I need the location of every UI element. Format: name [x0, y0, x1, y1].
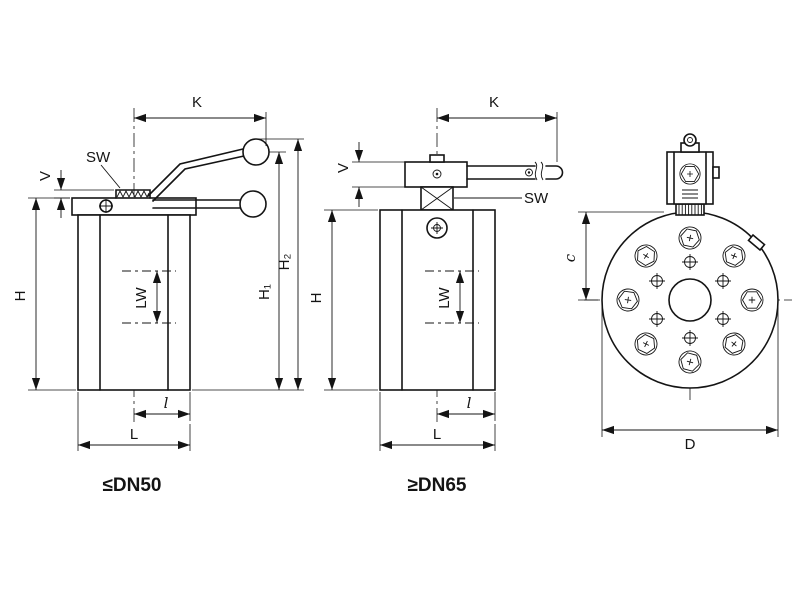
- dn50-gland-hatch: [116, 189, 150, 199]
- dim-dn65-LW: LW: [436, 271, 465, 323]
- dim-dn50-l: l: [134, 392, 191, 421]
- dim-dn50-LW: LW: [133, 271, 162, 323]
- dn65-neck-cross: [420, 186, 454, 211]
- flange-center-hole: [668, 278, 712, 322]
- dim-label-dn50-big-l: L: [130, 426, 138, 443]
- dn65-handle-pin-dot: [527, 171, 531, 174]
- dim-dn65-H: H: [308, 209, 378, 391]
- dim-label-dn65-sw: SW: [524, 190, 549, 207]
- dn50-lever-lower: [152, 199, 242, 209]
- dn65-hub-nib: [429, 154, 445, 163]
- callout-dn65-SW: SW: [454, 190, 549, 207]
- dim-dn65-L: L: [379, 392, 496, 451]
- dn50-lever-upper: [147, 148, 245, 202]
- dim-label-dn65-h: H: [308, 293, 325, 304]
- dim-label-dn50-k: K: [192, 94, 202, 111]
- view-dn65: K V SW H LW l: [308, 94, 564, 496]
- dim-dn50-K: K: [134, 94, 267, 146]
- dim-label-dn50-h1: H₁: [256, 284, 273, 300]
- dn65-stem-cross: [431, 222, 443, 234]
- dim-label-dn65-small-l: l: [467, 394, 472, 412]
- dim-label-flange-d: D: [685, 436, 696, 453]
- dim-label-dn65-v: V: [335, 163, 352, 173]
- dn50-body: [77, 214, 191, 391]
- dn50-stem-bolt-cross: [99, 199, 113, 213]
- dim-flange-D: D: [601, 306, 779, 453]
- dn65-hub-pin-dot: [435, 172, 439, 176]
- caption-dn65: ≥DN65: [407, 475, 466, 496]
- dn65-bore: [425, 270, 479, 324]
- mount-gland-hatch: [678, 204, 702, 215]
- dn65-hub-pin: [432, 169, 442, 179]
- view-flange: c D: [561, 133, 792, 453]
- mount-side-tab: [712, 166, 720, 179]
- dn50-bore: [122, 270, 176, 324]
- dn50-lever-ball-upper: [242, 138, 270, 166]
- dim-label-dn50-h2: H₂: [276, 253, 293, 270]
- dim-label-dn50-sw: SW: [86, 149, 111, 166]
- mount-top-pin: [683, 133, 697, 147]
- dim-dn50-H: H: [12, 197, 76, 391]
- dim-dn50-L: L: [77, 392, 191, 451]
- flange-top-mount: [666, 133, 720, 216]
- flange-rim-notch: [747, 233, 766, 252]
- dim-label-flange-c: c: [561, 253, 579, 262]
- dim-label-dn65-k: K: [489, 94, 499, 111]
- callout-dn50-SW: SW: [86, 149, 121, 189]
- dim-label-dn50-v: V: [37, 171, 54, 181]
- dim-dn65-V: V: [335, 142, 405, 207]
- dn65-body: [379, 209, 496, 391]
- dim-dn65-K: K: [437, 94, 558, 162]
- mount-thread-lines: [682, 189, 698, 199]
- dim-label-dn65-lw: LW: [436, 286, 453, 308]
- dn65-handle: [466, 165, 536, 180]
- view-dn50: K V SW H H₁: [12, 94, 304, 496]
- mount-gland: [675, 203, 705, 216]
- dim-dn50-H1: H₁: [256, 151, 286, 390]
- dn65-handle-pin: [525, 168, 533, 177]
- dn65-handle-stub: [545, 165, 564, 180]
- dim-label-dn65-big-l: L: [433, 426, 441, 443]
- dim-label-dn50-lw: LW: [133, 286, 150, 308]
- dn65-handle-break: [534, 161, 544, 181]
- dn50-lever-ball-lower: [239, 190, 267, 218]
- caption-dn50: ≤DN50: [102, 475, 161, 496]
- dim-flange-c: c: [561, 211, 664, 301]
- dim-label-dn50-small-l: l: [164, 394, 169, 412]
- dim-dn50-H2: H₂: [192, 138, 304, 391]
- dim-dn65-l: l: [437, 392, 496, 421]
- dim-label-dn50-h: H: [12, 291, 29, 302]
